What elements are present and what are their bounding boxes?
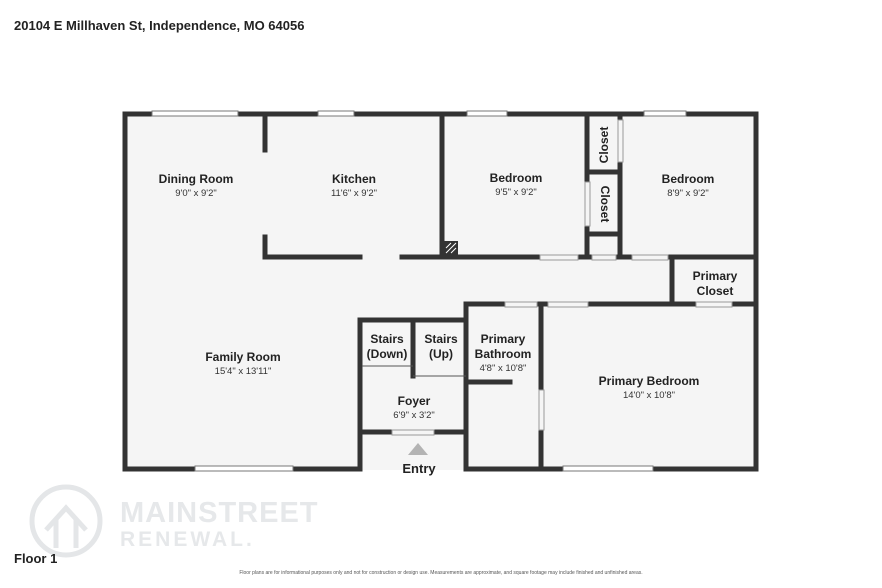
room-dimensions: 4'8" x 10'8" [480, 363, 527, 374]
mainstreet-logo: MAINSTREET RENEWAL. [29, 484, 319, 558]
room-stairs-down: Stairs (Down) [367, 332, 408, 361]
room-kitchen: Kitchen 11'6" x 9'2" [331, 172, 377, 199]
room-name: Closet [597, 127, 611, 164]
room-primary-closet: Primary Closet [693, 269, 738, 298]
room-name: Bedroom [490, 171, 543, 185]
room-dimensions: 9'0" x 9'2" [175, 188, 217, 199]
room-name: Kitchen [332, 172, 376, 186]
entry-label: Entry [402, 461, 436, 476]
floor-label: Floor 1 [14, 551, 58, 566]
windows [151, 110, 687, 472]
door-openings [391, 119, 733, 436]
room-name: Foyer [398, 394, 431, 408]
room-name: Dining Room [159, 172, 234, 186]
room-name-line-2: Bathroom [475, 347, 532, 361]
room-dimensions: 6'9" x 3'2" [393, 410, 435, 421]
room-bedroom-2: Bedroom 8'9" x 9'2" [662, 172, 715, 199]
brand-name: MAINSTREET [120, 497, 319, 529]
room-bedroom-1: Bedroom 9'5" x 9'2" [490, 171, 543, 198]
room-name-line-1: Primary [693, 269, 738, 283]
room-stairs-up: Stairs (Up) [424, 332, 458, 361]
room-dimensions: 14'0" x 10'8" [623, 390, 675, 401]
room-closet-1: Closet [597, 127, 611, 164]
room-family-room: Family Room 15'4" x 13'11" [205, 350, 280, 377]
room-name: Bedroom [662, 172, 715, 186]
room-name-line-2: (Down) [367, 347, 408, 361]
room-foyer: Foyer 6'9" x 3'2" [393, 394, 435, 421]
room-name-line-1: Stairs [424, 332, 458, 346]
brand-subtitle: RENEWAL. [120, 528, 255, 551]
house-logo-icon [29, 484, 103, 558]
property-address: 20104 E Millhaven St, Independence, MO 6… [14, 18, 305, 33]
room-dining-room: Dining Room 9'0" x 9'2" [159, 172, 234, 199]
room-name: Primary Bedroom [599, 374, 700, 388]
room-primary-bedroom: Primary Bedroom 14'0" x 10'8" [599, 374, 700, 401]
room-name: Closet [598, 186, 612, 223]
room-name-line-2: (Up) [429, 347, 453, 361]
entry-arrow-icon [408, 443, 428, 455]
room-name: Family Room [205, 350, 280, 364]
room-primary-bathroom: Primary Bathroom 4'8" x 10'8" [475, 332, 532, 374]
room-dimensions: 9'5" x 9'2" [495, 187, 537, 198]
room-closet-2: Closet [598, 186, 612, 223]
stair-lines [362, 365, 466, 377]
room-dimensions: 11'6" x 9'2" [331, 188, 377, 199]
room-dimensions: 8'9" x 9'2" [667, 188, 709, 199]
room-name-line-2: Closet [697, 284, 734, 298]
disclaimer-text: Floor plans are for informational purpos… [239, 570, 643, 576]
room-name-line-1: Primary [481, 332, 526, 346]
room-dimensions: 15'4" x 13'11" [215, 366, 272, 377]
room-name-line-1: Stairs [370, 332, 404, 346]
chimney-block [444, 241, 458, 255]
